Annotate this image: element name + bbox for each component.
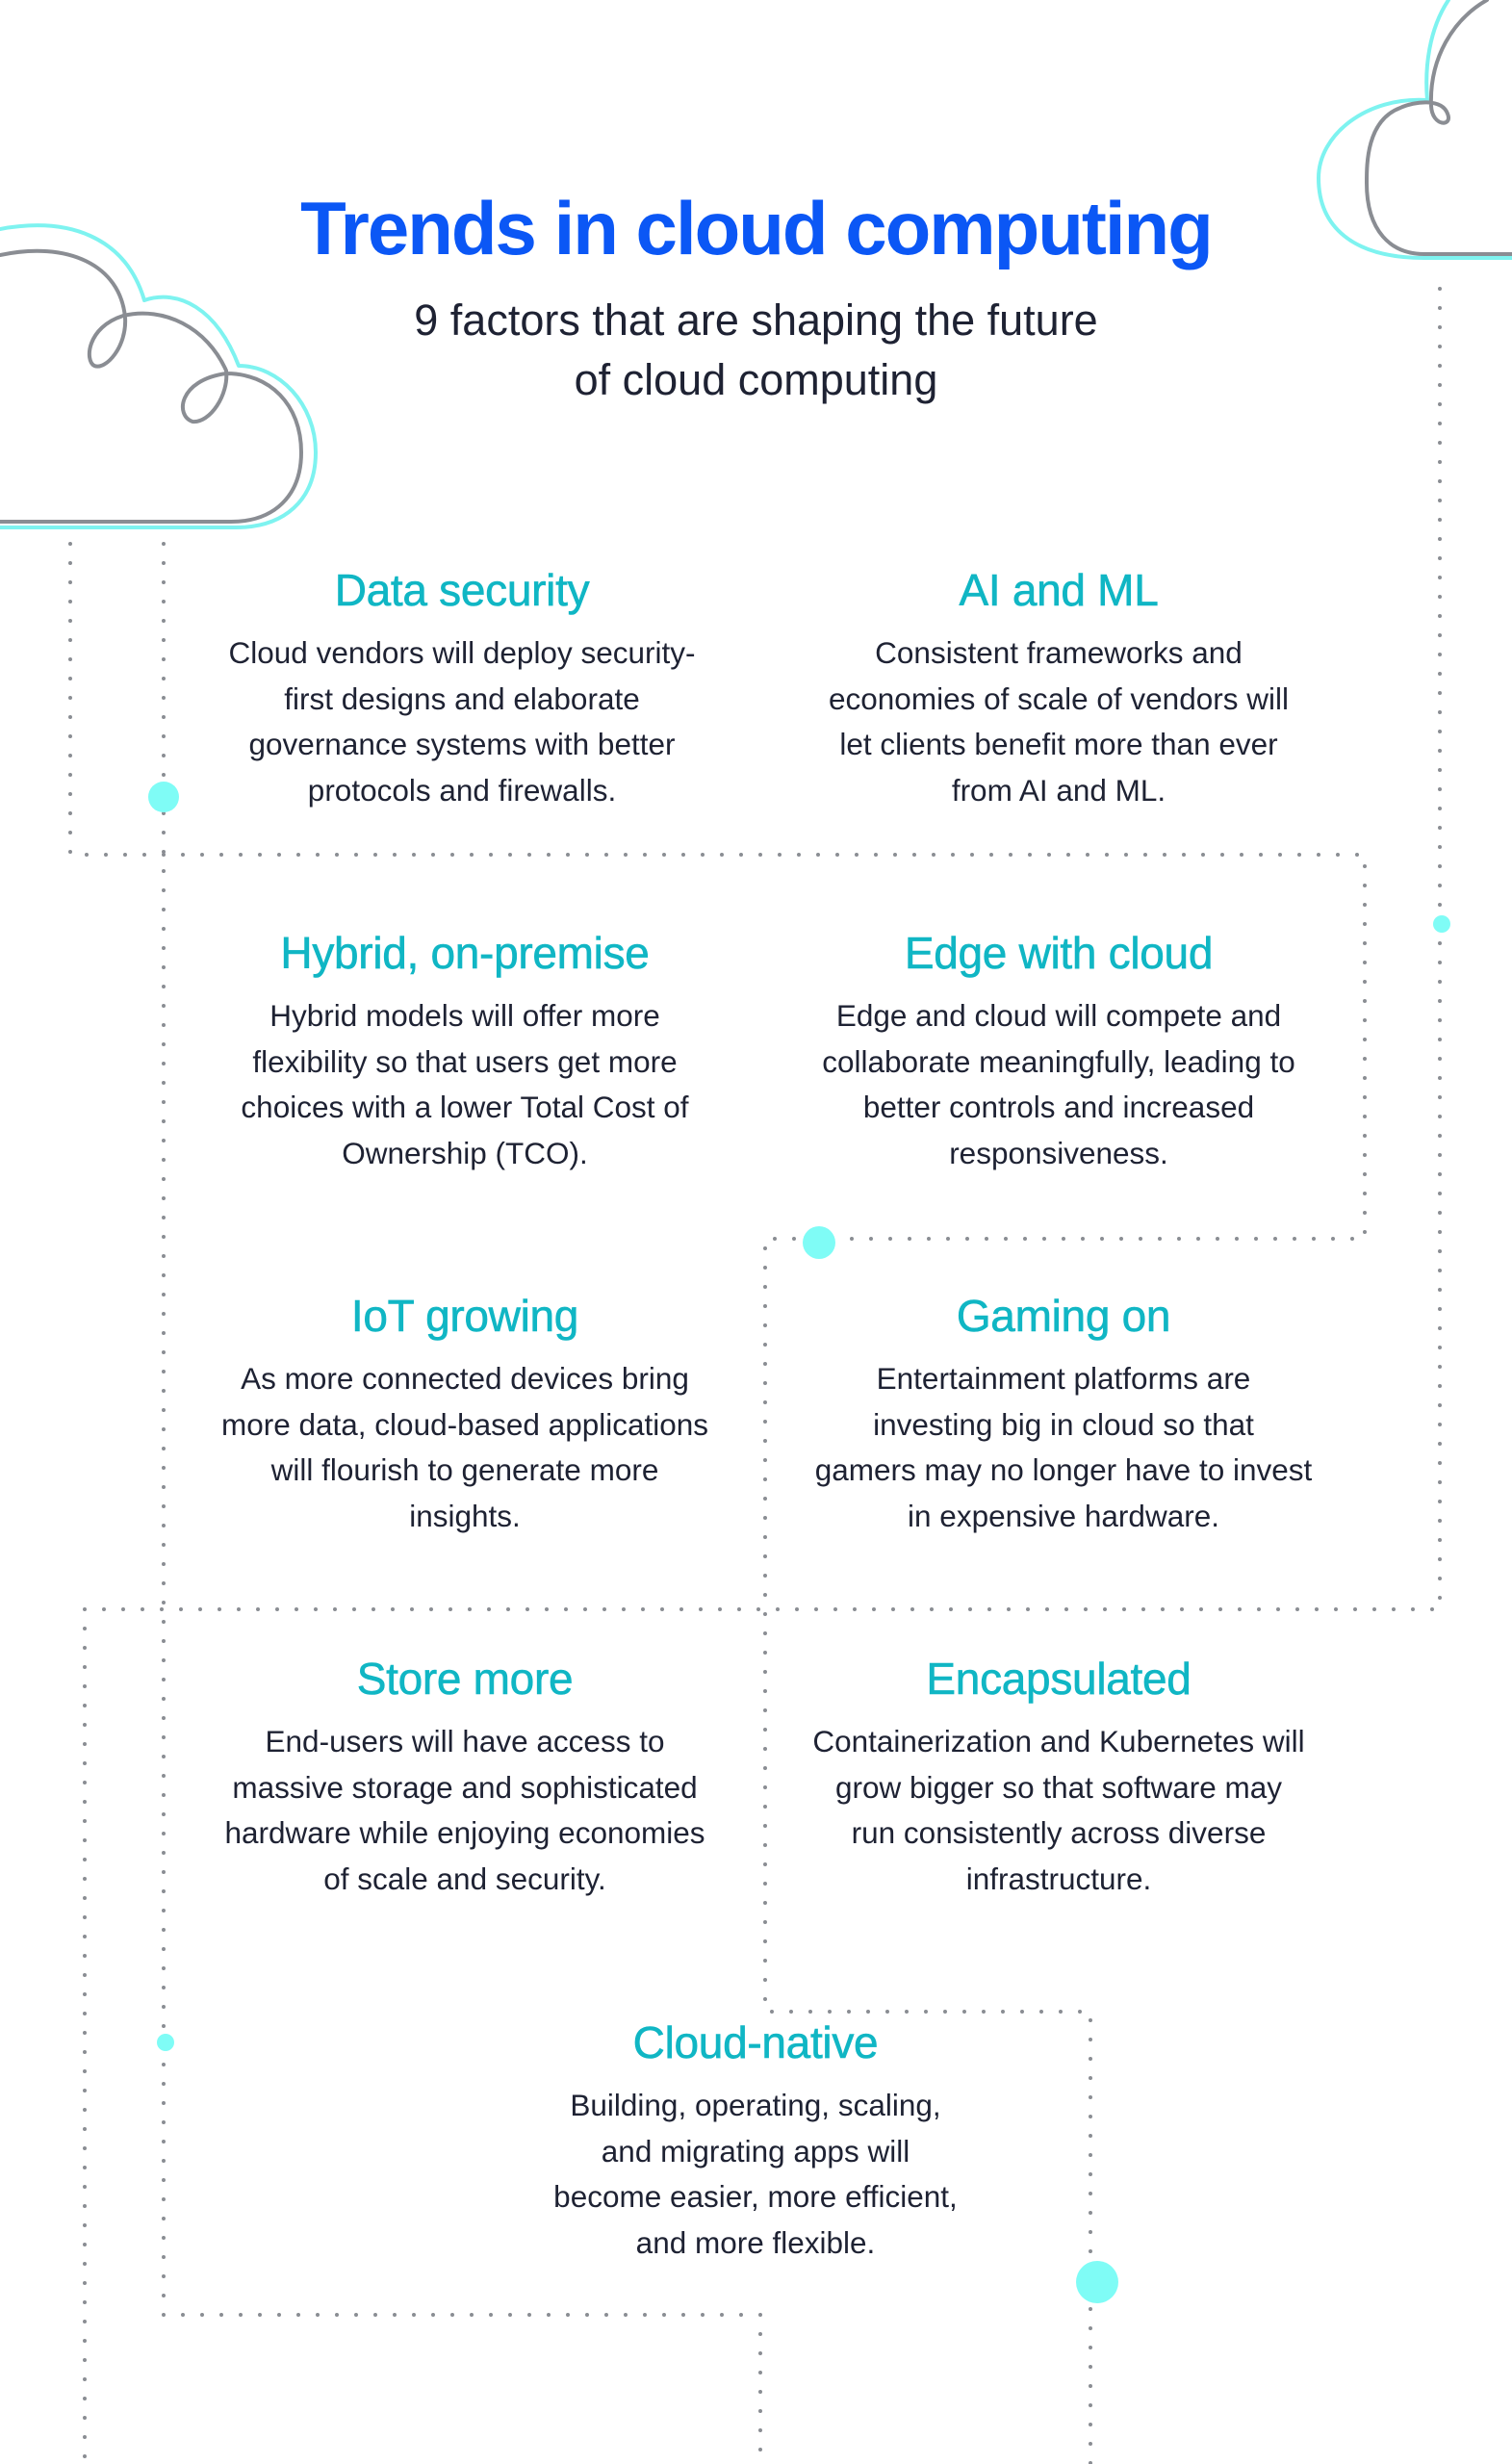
accent-dot xyxy=(1076,2261,1118,2303)
factor-description: Consistent frameworks and economies of s… xyxy=(829,635,1289,808)
subtitle-line: 9 factors that are shaping the future xyxy=(414,295,1098,345)
factor-card-encapsulated: Encapsulated Containerization and Kubern… xyxy=(770,1650,1347,1902)
factor-card-ai-ml: AI and ML Consistent frameworks and econ… xyxy=(770,561,1347,813)
factor-title: Data security xyxy=(334,565,590,616)
factor-title: Store more xyxy=(356,1654,574,1705)
accent-dot xyxy=(1433,915,1450,933)
factor-card-edge: Edge with cloud Edge and cloud will comp… xyxy=(770,924,1347,1176)
factor-title: Hybrid, on-premise xyxy=(280,928,650,979)
factor-title: Encapsulated xyxy=(926,1654,1192,1705)
factor-description: Hybrid models will offer more flexibilit… xyxy=(241,998,689,1170)
accent-dot xyxy=(157,2034,174,2051)
factor-title: IoT growing xyxy=(350,1291,579,1342)
page-subtitle: 9 factors that are shaping the future of… xyxy=(0,291,1512,410)
factor-card-data-security: Data security Cloud vendors will deploy … xyxy=(173,561,751,813)
factor-card-iot: IoT growing As more connected devices br… xyxy=(176,1287,754,1539)
factor-description: As more connected devices bring more dat… xyxy=(220,1361,709,1533)
factor-card-gaming: Gaming on Entertainment platforms are in… xyxy=(775,1287,1352,1539)
factor-description: Entertainment platforms are investing bi… xyxy=(814,1361,1313,1533)
factor-description: Cloud vendors will deploy security- firs… xyxy=(228,635,696,808)
factor-description: End-users will have access to massive st… xyxy=(224,1724,705,1896)
factor-card-store-more: Store more End-users will have access to… xyxy=(176,1650,754,1902)
factor-description: Building, operating, scaling, and migrat… xyxy=(553,2088,958,2260)
factor-card-hybrid: Hybrid, on-premise Hybrid models will of… xyxy=(176,924,754,1176)
factor-card-cloud-native: Cloud-native Building, operating, scalin… xyxy=(467,2014,1044,2266)
factor-title: Edge with cloud xyxy=(904,928,1214,979)
factor-description: Edge and cloud will compete and collabor… xyxy=(822,998,1295,1170)
factor-title: AI and ML xyxy=(959,565,1159,616)
factor-title: Cloud-native xyxy=(632,2017,879,2068)
subtitle-line: of cloud computing xyxy=(574,355,938,404)
page-title: Trends in cloud computing xyxy=(300,186,1214,270)
factor-title: Gaming on xyxy=(956,1291,1171,1342)
accent-dot xyxy=(803,1226,835,1259)
factor-description: Containerization and Kubernetes will gro… xyxy=(812,1724,1305,1896)
